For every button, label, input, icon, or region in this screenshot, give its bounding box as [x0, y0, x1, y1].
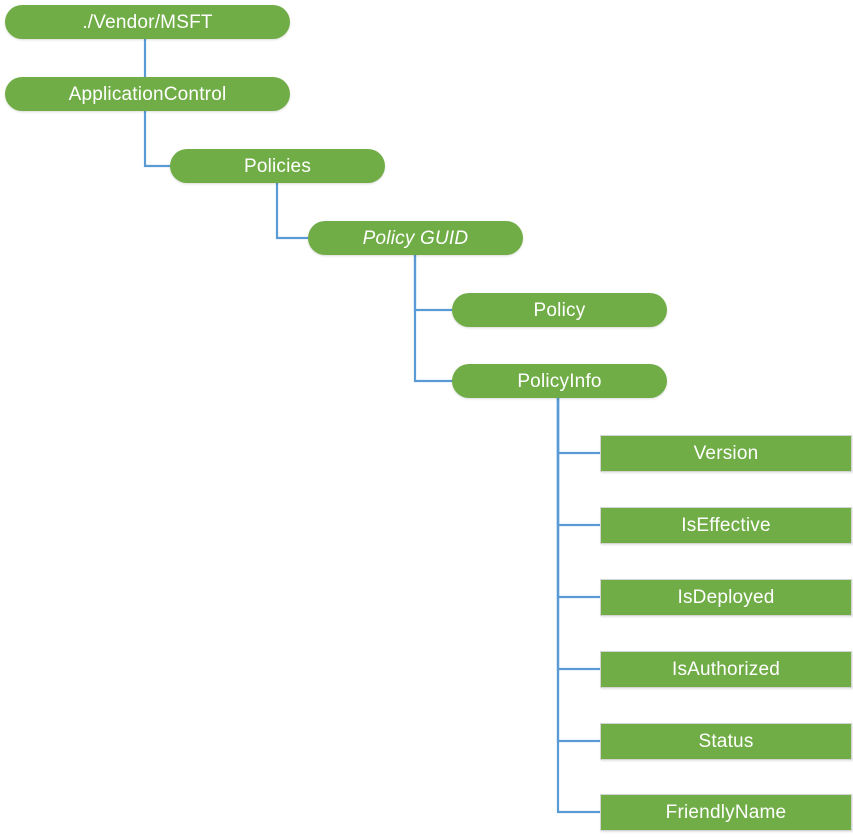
node-label-application-control: ApplicationControl — [68, 83, 227, 105]
node-friendly-name: FriendlyName — [600, 794, 852, 831]
node-policy-guid: Policy GUID — [308, 221, 523, 255]
node-label-policy-guid: Policy GUID — [362, 227, 469, 249]
node-label-status: Status — [698, 731, 754, 752]
node-version: Version — [600, 435, 852, 472]
connector-policy-info-to-friendly-name — [556, 396, 602, 814]
node-label-policies: Policies — [243, 155, 312, 177]
connector-policies-to-policy-guid — [275, 181, 310, 240]
node-label-friendly-name: FriendlyName — [665, 802, 787, 823]
node-is-effective: IsEffective — [600, 507, 852, 544]
node-label-is-authorized: IsAuthorized — [671, 659, 780, 680]
connector-policy-info-to-status — [556, 396, 602, 743]
node-label-is-deployed: IsDeployed — [677, 587, 775, 608]
connector-policy-info-to-version — [556, 396, 602, 455]
node-vendor: ./Vendor/MSFT — [5, 5, 290, 39]
node-is-authorized: IsAuthorized — [600, 651, 852, 688]
node-policy: Policy — [452, 293, 667, 327]
node-label-version: Version — [693, 443, 759, 464]
node-policy-info: PolicyInfo — [452, 364, 667, 398]
connector-policy-info-to-is-authorized — [556, 396, 602, 671]
node-policies: Policies — [170, 149, 385, 183]
node-status: Status — [600, 723, 852, 760]
node-application-control: ApplicationControl — [5, 77, 290, 111]
node-label-policy: Policy — [533, 299, 586, 321]
connector-policy-info-to-is-deployed — [556, 396, 602, 599]
node-label-vendor: ./Vendor/MSFT — [82, 11, 213, 33]
connector-policy-info-to-is-effective — [556, 396, 602, 527]
connector-application-control-to-policies — [143, 109, 172, 168]
connector-policy-guid-to-policy-info — [413, 253, 454, 383]
node-is-deployed: IsDeployed — [600, 579, 852, 616]
connector-policy-guid-to-policy — [413, 253, 454, 312]
node-label-is-effective: IsEffective — [681, 515, 771, 536]
node-label-policy-info: PolicyInfo — [517, 370, 602, 392]
